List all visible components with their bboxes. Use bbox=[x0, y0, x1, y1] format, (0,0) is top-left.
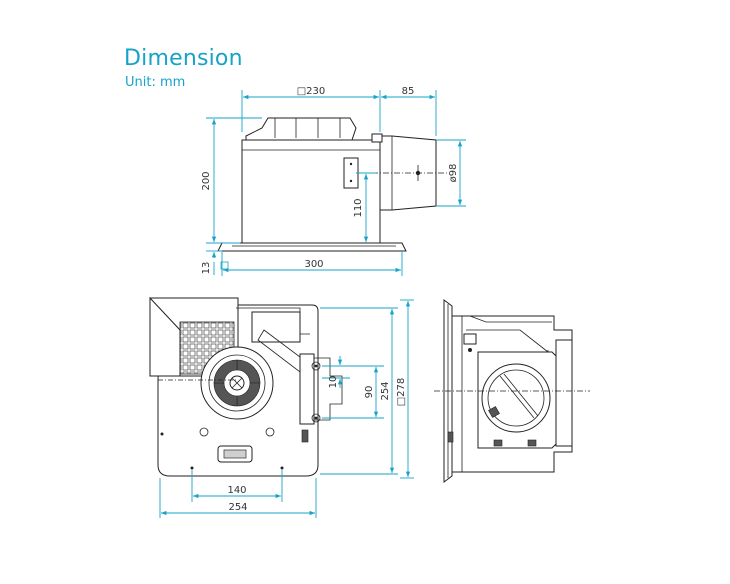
dim-height-254: 254 bbox=[380, 381, 391, 400]
dim-panel-thickness: 13 bbox=[201, 262, 212, 275]
dim-spacing-10: 10 bbox=[328, 376, 339, 389]
side-view bbox=[217, 117, 448, 252]
page-title: Dimension bbox=[124, 46, 243, 71]
dim-panel-width: 300 bbox=[304, 259, 323, 270]
front-view bbox=[434, 299, 590, 483]
dim-overall-278: □278 bbox=[396, 378, 407, 407]
dim-body-height: 200 bbox=[201, 171, 212, 190]
side-view-dimensions bbox=[206, 90, 466, 276]
bottom-view bbox=[149, 296, 343, 477]
dim-bottom-width: 254 bbox=[228, 502, 247, 513]
dim-top-width: □230 bbox=[297, 86, 326, 97]
dim-duct-diameter: ø98 bbox=[448, 164, 459, 183]
unit-label: Unit: mm bbox=[125, 75, 186, 90]
dim-bottom-hole-spacing: 140 bbox=[227, 485, 246, 496]
bottom-view-dimensions bbox=[159, 299, 414, 518]
dim-spacing-90: 90 bbox=[364, 386, 375, 399]
dim-duct-length: 85 bbox=[402, 86, 415, 97]
dim-duct-center-height: 110 bbox=[353, 198, 364, 217]
